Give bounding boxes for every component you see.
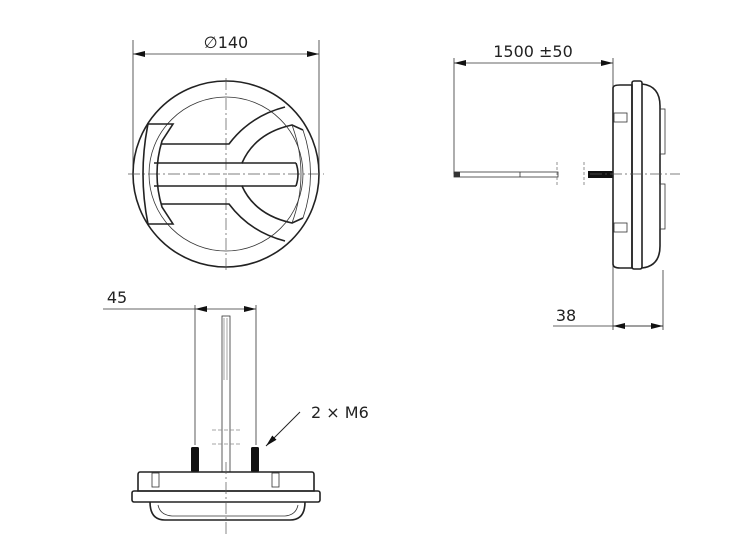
bottom-view: 45 2 × M6 bbox=[103, 288, 369, 535]
lower-arm bbox=[161, 203, 286, 242]
front-view: ∅140 bbox=[128, 33, 324, 270]
housing bbox=[612, 84, 633, 269]
cable-length-label: 1500 ±50 bbox=[493, 42, 573, 61]
cable-gland bbox=[588, 171, 613, 178]
left-bracket bbox=[142, 123, 175, 225]
mounting-stud-right bbox=[251, 447, 259, 472]
cable bbox=[221, 315, 231, 473]
lens bbox=[641, 83, 661, 269]
side-view: 1500 ±50 38 bbox=[453, 42, 680, 330]
mounting-stud-left bbox=[191, 447, 199, 472]
cable bbox=[453, 171, 559, 178]
depth-label: 38 bbox=[556, 306, 576, 325]
lower-inner-arm bbox=[154, 185, 304, 224]
lens bbox=[149, 501, 306, 521]
upper-inner-arm bbox=[154, 124, 304, 164]
stud-label: 2 × M6 bbox=[311, 403, 369, 422]
stud-leader-arrow bbox=[265, 411, 301, 447]
flange bbox=[631, 80, 643, 270]
diameter-label: ∅140 bbox=[204, 33, 248, 52]
upper-arm bbox=[161, 106, 286, 145]
stud-spacing-label: 45 bbox=[107, 288, 127, 307]
